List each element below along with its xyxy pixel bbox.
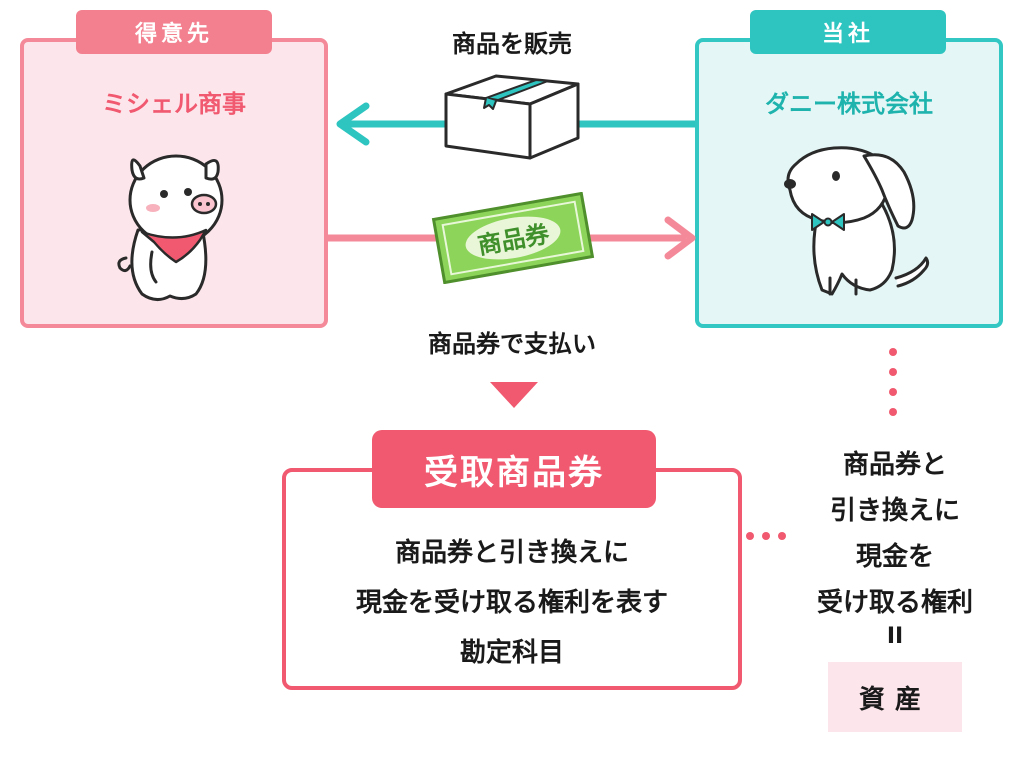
package-icon (444, 74, 580, 160)
equals-sign: II (886, 624, 904, 649)
gift-certificate-icon: 商品券 (426, 192, 600, 284)
company-name: ダニー株式会社 (765, 90, 933, 118)
definition-line: 現金を受け取る権利を表す (355, 588, 668, 618)
client-tag: 得意先 (76, 10, 272, 54)
note-line: 商品券と (842, 450, 947, 480)
note-line: 引き換えに (829, 496, 960, 526)
asset-badge: 資産 (828, 662, 962, 732)
note-line: 現金を (855, 542, 934, 572)
definition-line: 勘定科目 (459, 638, 564, 668)
company-tag: 当社 (750, 10, 946, 54)
goods-flow-label: 商品を販売 (452, 30, 572, 58)
note-line: 受け取る権利 (816, 588, 973, 618)
dog-icon (784, 146, 930, 296)
down-triangle-icon (490, 382, 538, 408)
pig-icon (117, 154, 224, 301)
definition-title: 受取商品券 (372, 430, 656, 508)
definition-line: 商品券と引き換えに (394, 538, 629, 568)
client-name: ミシェル商事 (102, 90, 246, 118)
payment-flow-label: 商品券で支払い (428, 330, 596, 358)
